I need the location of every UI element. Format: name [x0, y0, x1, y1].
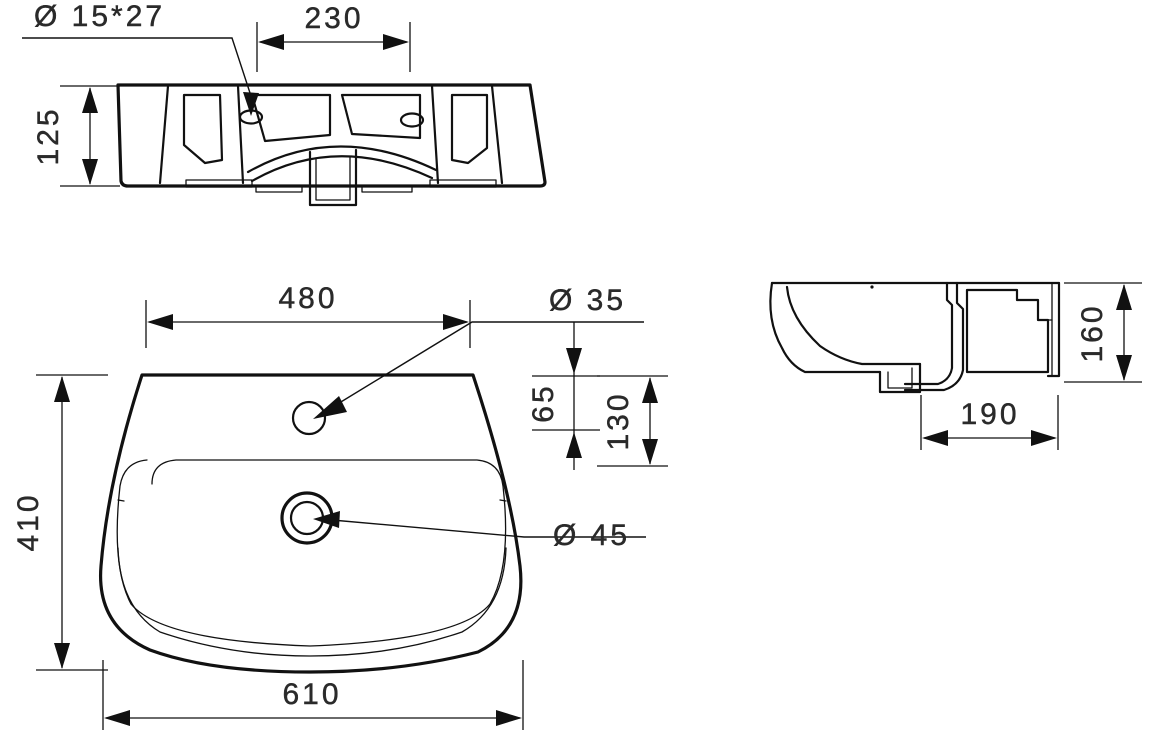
dim-overflow-slot: Ø 15*27: [22, 0, 259, 116]
dim-overall-width: 610: [102, 660, 524, 730]
tap-hole: [291, 400, 327, 436]
dim-130-text: 130: [602, 391, 635, 450]
dim-bowl-width: 480: [145, 282, 471, 348]
dim-230-text: 230: [304, 2, 363, 35]
dim-tap-hole-offset: 230: [256, 2, 411, 72]
dim-waste-dia: Ø 45: [313, 511, 646, 552]
dim-125-text: 125: [32, 106, 65, 165]
dim-waste-dia-text: Ø 45: [553, 519, 630, 552]
dim-65-text: 65: [527, 383, 560, 422]
dim-190-text: 190: [960, 398, 1019, 431]
dim-overflow-slot-text: Ø 15*27: [34, 0, 165, 33]
underside-view: [116, 83, 547, 207]
dim-side-height: 160: [1064, 282, 1142, 383]
dim-tap-hole-dia: Ø 35: [313, 284, 644, 419]
dim-tap-hole-to-edge: 65: [527, 322, 600, 470]
dim-tap-hole-from-back: 130: [597, 375, 668, 467]
dim-410-text: 410: [12, 492, 45, 551]
front-plan-view: [98, 373, 523, 674]
dim-rear-height: 125: [32, 85, 120, 187]
side-section-view: [769, 281, 1061, 394]
dim-480-text: 480: [278, 282, 337, 315]
dim-side-bracket: 190: [920, 395, 1059, 450]
dim-overall-depth: 410: [12, 374, 108, 671]
dim-160-text: 160: [1076, 303, 1109, 362]
dim-610-text: 610: [282, 678, 341, 711]
overflow-slot-right: [399, 112, 425, 128]
dim-tap-hole-dia-text: Ø 35: [549, 284, 626, 317]
